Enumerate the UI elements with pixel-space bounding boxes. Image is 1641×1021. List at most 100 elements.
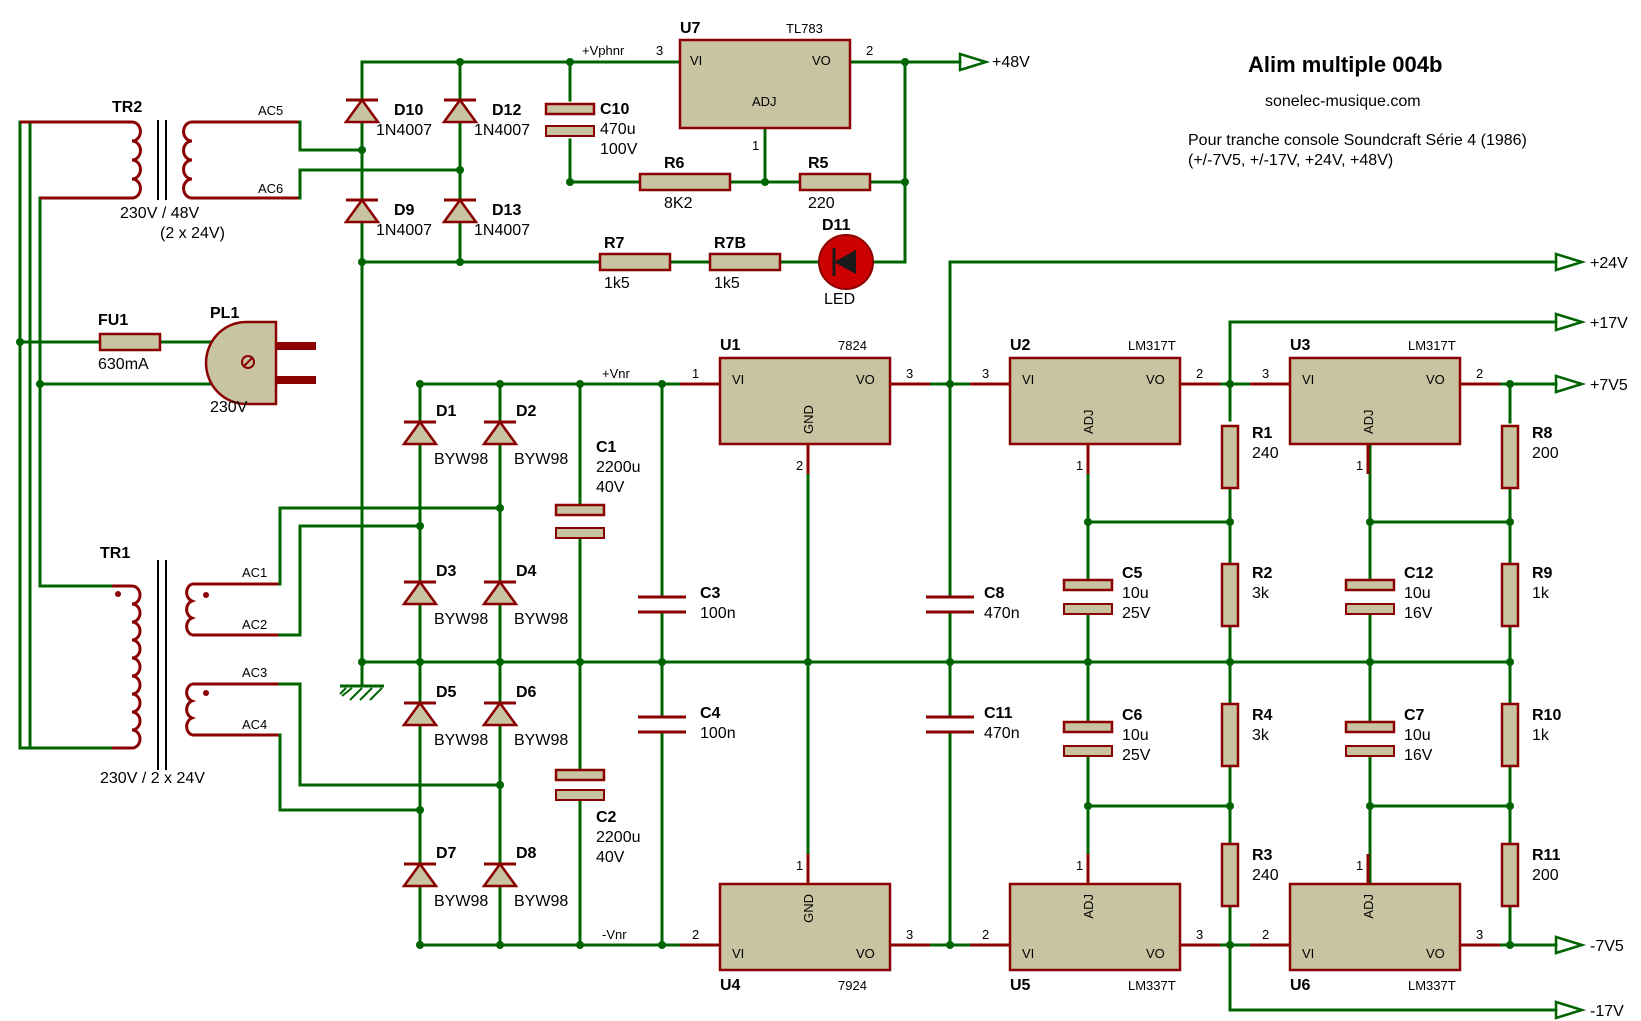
d7-ref: D7 xyxy=(436,845,457,862)
plug-pl1: PL1 230V xyxy=(204,305,316,416)
pl1-ref: PL1 xyxy=(210,305,239,322)
r4-ref: R4 xyxy=(1252,707,1273,724)
capacitor-c11: C11 470n xyxy=(926,705,1020,742)
capacitor-c5: C5 10u 25V xyxy=(1062,565,1151,622)
port-out24: +24V xyxy=(1554,252,1628,272)
u2-pin-out: 2 xyxy=(1196,366,1203,381)
d13-value: 1N4007 xyxy=(474,222,530,239)
diode-d1: D1 BYW98 xyxy=(401,403,488,468)
u5-pin-mid: 1 xyxy=(1076,858,1083,873)
c10-volt: 100V xyxy=(600,141,638,158)
resistor-r11: R11 200 xyxy=(1500,842,1561,908)
net-vphnr: +Vphnr xyxy=(582,43,625,58)
u6-pin-mid: 1 xyxy=(1356,858,1363,873)
diode-d2: D2 BYW98 xyxy=(481,403,568,468)
u7-pin-in: 3 xyxy=(656,43,663,58)
diode-d8: D8 BYW98 xyxy=(481,845,568,910)
port-out17: +17V xyxy=(1554,312,1628,332)
diode-d6: D6 BYW98 xyxy=(481,684,568,749)
net-out24: +24V xyxy=(1590,255,1628,272)
d7-value: BYW98 xyxy=(434,893,488,910)
title-site: sonelec-musique.com xyxy=(1265,93,1421,110)
diode-d13: D13 1N4007 xyxy=(441,197,530,239)
u2-pin-in: 3 xyxy=(982,366,989,381)
d11-value: LED xyxy=(824,291,855,308)
d1-value: BYW98 xyxy=(434,451,488,468)
c12-value: 10u xyxy=(1404,585,1431,602)
net-ac6: AC6 xyxy=(258,181,283,196)
u3-pin-mid: 1 xyxy=(1356,458,1363,473)
net-outm7v5: -7V5 xyxy=(1590,938,1624,955)
title-block: Alim multiple 004b sonelec-musique.com P… xyxy=(1188,52,1527,169)
c5-volt: 25V xyxy=(1122,605,1151,622)
c11-ref: C11 xyxy=(984,705,1013,722)
capacitor-c1: C1 2200u 40V xyxy=(554,439,641,539)
net-ac5: AC5 xyxy=(258,103,283,118)
r8-value: 200 xyxy=(1532,445,1559,462)
c11-value: 470n xyxy=(984,725,1020,742)
transformer-tr1: TR1 230V / 2 x 24V AC1 AC2 AC3 AC4 xyxy=(100,545,280,787)
resistor-r3: R3 240 xyxy=(1220,842,1279,908)
mains-wiring xyxy=(16,120,278,750)
c6-value: 10u xyxy=(1122,727,1149,744)
r10-value: 1k xyxy=(1532,727,1550,744)
bridge-48v: D10 1N4007 D9 1N4007 D12 1N4007 D13 1N40… xyxy=(343,97,530,239)
u2-ref: U2 xyxy=(1010,337,1031,354)
net-outm17: -17V xyxy=(1590,1003,1624,1020)
resistor-r10: R10 1k xyxy=(1500,702,1561,768)
tr2-value2: (2 x 24V) xyxy=(160,225,225,242)
fuse-fu1: FU1 630mA xyxy=(98,312,162,373)
c1-ref: C1 xyxy=(596,439,617,456)
tr1-ref: TR1 xyxy=(100,545,130,562)
r6-ref: R6 xyxy=(664,155,685,172)
diode-d12: D12 1N4007 xyxy=(441,97,530,139)
d12-ref: D12 xyxy=(492,102,521,119)
c10-value: 470u xyxy=(600,121,636,138)
u6-pin-in: 2 xyxy=(1262,927,1269,942)
c10-ref: C10 xyxy=(600,101,629,118)
c2-volt: 40V xyxy=(596,849,625,866)
c1-value: 2200u xyxy=(596,459,641,476)
tr1-value: 230V / 2 x 24V xyxy=(100,770,205,787)
u1-vo: VO xyxy=(856,372,875,387)
c2-value: 2200u xyxy=(596,829,641,846)
c12-volt: 16V xyxy=(1404,605,1433,622)
u6-mid: ADJ xyxy=(1361,894,1376,919)
c4-value: 100n xyxy=(700,725,736,742)
u3-part: LM317T xyxy=(1408,338,1456,353)
u7-adj: ADJ xyxy=(752,94,777,109)
bridge-main: D1 BYW98 D2 BYW98 D3 BYW98 D4 BYW98 D5 B… xyxy=(401,403,568,910)
transformer-tr2: TR2 230V / 48V (2 x 24V) AC5 AC6 xyxy=(20,99,300,242)
c7-ref: C7 xyxy=(1404,707,1425,724)
u6-ref: U6 xyxy=(1290,977,1311,994)
c4-ref: C4 xyxy=(700,705,721,722)
net-vnr-pos: +Vnr xyxy=(602,366,630,381)
u2-vo: VO xyxy=(1146,372,1165,387)
u4-pin-in: 2 xyxy=(692,927,699,942)
u7-pin-out: 2 xyxy=(866,43,873,58)
resistor-r4: R4 3k xyxy=(1220,702,1273,768)
net-vnr-neg: -Vnr xyxy=(602,927,627,942)
diode-d9: D9 1N4007 xyxy=(343,197,432,239)
u7-ref: U7 xyxy=(680,20,701,37)
u6-vi: VI xyxy=(1302,946,1314,961)
resistor-r8: R8 200 xyxy=(1500,424,1559,490)
net-out7v5: +7V5 xyxy=(1590,377,1628,394)
capacitor-c3: C3 100n xyxy=(638,585,736,622)
u6-pin-out: 3 xyxy=(1476,927,1483,942)
r8-ref: R8 xyxy=(1532,425,1553,442)
d5-ref: D5 xyxy=(436,684,457,701)
u5-ref: U5 xyxy=(1010,977,1031,994)
r11-value: 200 xyxy=(1532,867,1559,884)
net-out48: +48V xyxy=(992,54,1030,71)
u7-vo: VO xyxy=(812,53,831,68)
net-ac2: AC2 xyxy=(242,617,267,632)
c8-value: 470n xyxy=(984,605,1020,622)
regulator-u7: U7 TL783 VI VO ADJ 3 2 1 xyxy=(656,20,873,153)
u2-vi: VI xyxy=(1022,372,1034,387)
tr2-ref: TR2 xyxy=(112,99,142,116)
u1-vi: VI xyxy=(732,372,744,387)
